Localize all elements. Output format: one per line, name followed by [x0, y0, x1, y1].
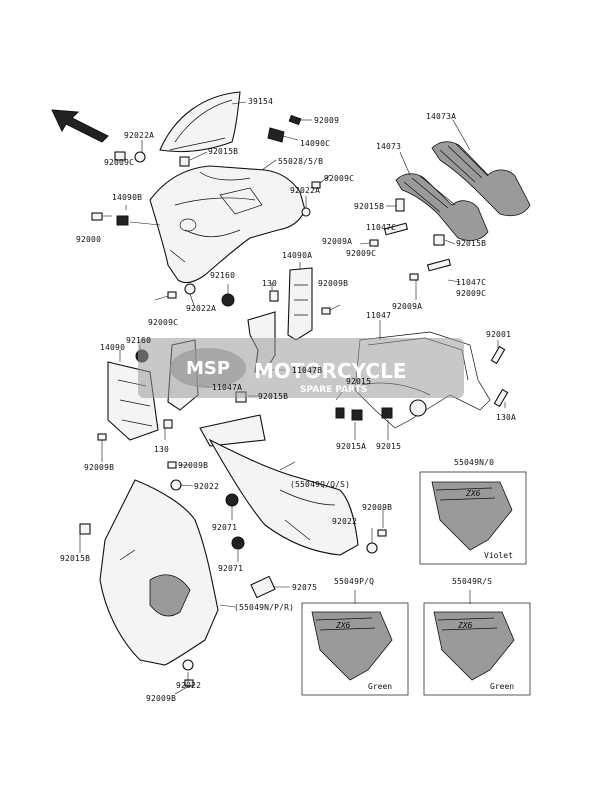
watermark-logo: MSP	[186, 358, 230, 379]
part-92022A-mid: 92022A	[290, 186, 320, 195]
part-11047C-b: 11047C	[456, 278, 486, 287]
part-92009C-a: 92009C	[104, 158, 134, 167]
part-92009B-b: 92009B	[84, 463, 114, 472]
air-duct-14073	[395, 173, 489, 241]
part-92022-b: 92022	[332, 517, 357, 526]
air-duct-14073A	[431, 141, 531, 217]
part-55049RS: 55049R/S	[452, 577, 492, 586]
part-92022A-low: 92022A	[186, 304, 216, 313]
part-92015B-r1: 92015B	[354, 202, 384, 211]
part-92022-a: 92022	[194, 482, 219, 491]
part-92071-a: 92071	[212, 523, 237, 532]
part-92001: 92001	[486, 330, 511, 339]
part-14090A: 14090A	[282, 251, 312, 260]
part-92009C-d: 92009C	[456, 289, 486, 298]
lower-bracket	[199, 414, 266, 447]
part-92015B-low: 92015B	[60, 554, 90, 563]
part-55049PQ: 55049P/Q	[334, 577, 374, 586]
svg-text:ZX6: ZX6	[457, 621, 473, 630]
stay-bracket-14090A	[287, 267, 313, 341]
svg-text:ZX6: ZX6	[335, 621, 351, 630]
upper-cowl	[149, 165, 306, 284]
part-92009B-d: 92009B	[362, 503, 392, 512]
part-14073: 14073	[376, 142, 401, 151]
part-11047B: 11047B	[292, 366, 322, 375]
color-label-violet: Violet	[484, 551, 513, 560]
color-label-green-b: Green	[490, 682, 514, 691]
part-92160-b: 92160	[126, 336, 151, 345]
part-92075: 92075	[292, 583, 317, 592]
part-130-b: 130	[154, 445, 169, 454]
part-92015B-r2: 92015B	[456, 239, 486, 248]
variant-box-violet: ZX6 Violet	[419, 471, 527, 565]
part-14090: 14090	[100, 343, 125, 352]
part-92009B-c: 92009B	[178, 461, 208, 470]
part-92015-b: 92015	[376, 442, 401, 451]
part-92009C-c: 92009C	[346, 249, 376, 258]
watermark-line-2: SPARE PARTS	[300, 385, 367, 395]
inner-cowl	[208, 438, 359, 556]
part-11047C-a: 11047C	[366, 223, 396, 232]
part-92022A-top: 92022A	[124, 131, 154, 140]
part-55028: 55028/5/B	[278, 157, 323, 166]
part-92015A: 92015A	[336, 442, 366, 451]
part-92022-c: 92022	[176, 681, 201, 690]
color-label-green-a: Green	[368, 682, 392, 691]
variant-box-green-b: ZX6 Green	[423, 602, 531, 696]
part-92009-top: 92009	[314, 116, 339, 125]
part-92009A-a: 92009A	[322, 237, 352, 246]
part-92009C-e: 92009C	[148, 318, 178, 327]
part-92071-b: 92071	[218, 564, 243, 573]
part-92000: 92000	[76, 235, 101, 244]
part-55049N0: 55049N/0	[454, 458, 494, 467]
part-92015-a: 92015	[346, 377, 371, 386]
part-92009B-e: 92009B	[146, 694, 176, 703]
part-14090C: 14090C	[300, 139, 330, 148]
part-92160-a: 92160	[210, 271, 235, 280]
part-labels: 39154 92009 14090C 92022A 92015B 92009C …	[60, 97, 516, 703]
variant-box-green-a: ZX6 Green	[301, 602, 409, 696]
part-92015B-top: 92015B	[208, 147, 238, 156]
lower-cowl	[99, 479, 219, 666]
part-55049NPR: (55049N/P/R)	[234, 603, 294, 612]
watermark-line-1: MOTORCYCLE	[254, 359, 406, 383]
part-92015B-mid: 92015B	[258, 392, 288, 401]
part-11047: 11047	[366, 311, 391, 320]
part-130A: 130A	[496, 413, 516, 422]
part-92009A-b: 92009A	[392, 302, 422, 311]
front-arrow-icon	[51, 109, 109, 143]
part-11047A: 11047A	[212, 383, 242, 392]
part-14073A: 14073A	[426, 112, 456, 121]
windshield	[159, 91, 241, 153]
watermark: MSP MOTORCYCLE SPARE PARTS	[138, 338, 464, 398]
part-39154: 39154	[248, 97, 273, 106]
svg-text:ZX6: ZX6	[465, 489, 481, 498]
part-130-a: 130	[262, 279, 277, 288]
leader-lines	[79, 101, 506, 695]
part-92009C-b: 92009C	[324, 174, 354, 183]
part-14090B: 14090B	[112, 193, 142, 202]
part-92009B-a: 92009B	[318, 279, 348, 288]
part-55049QSI: (55049Q/Q/S)	[290, 480, 350, 489]
